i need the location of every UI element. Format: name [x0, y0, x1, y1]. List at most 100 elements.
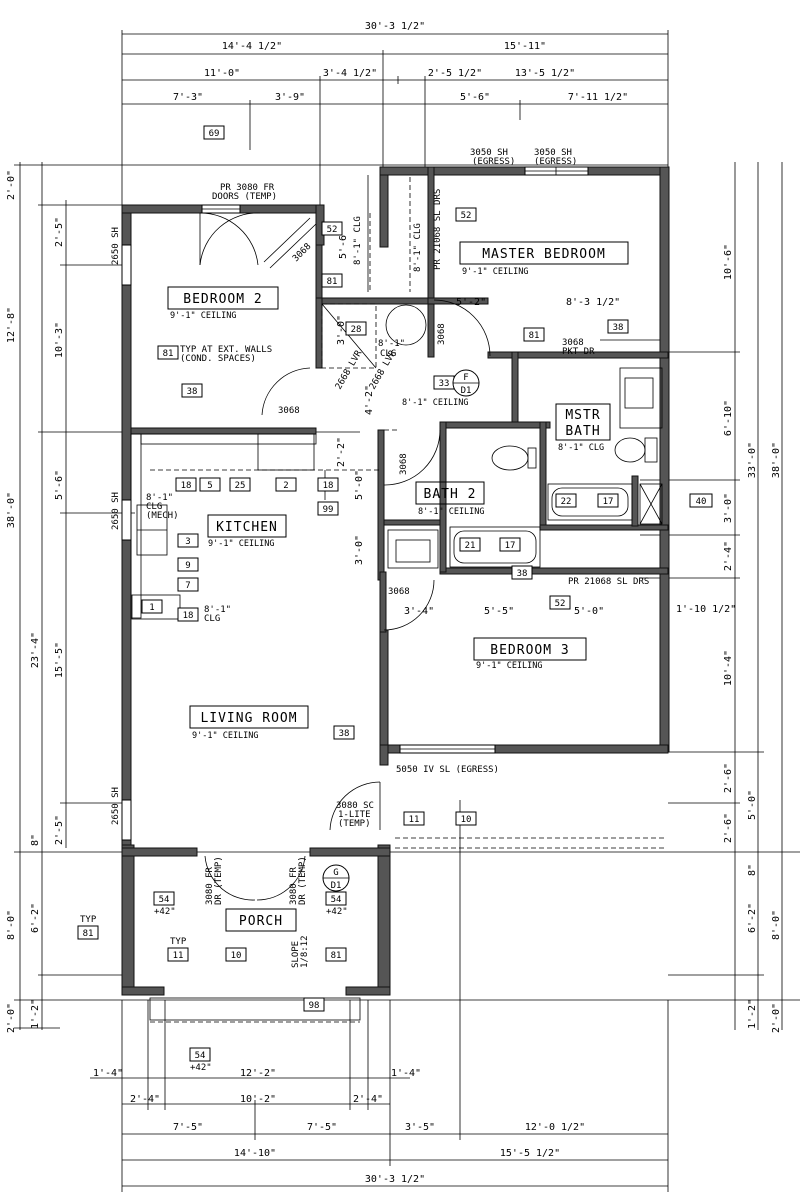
note-2650-a: 2650 SH: [111, 227, 121, 265]
dim-left-d: 8'-0": [6, 910, 17, 940]
note-kit-clg-1: 8'-1": [204, 605, 231, 615]
note-slope-1: SLOPE: [291, 941, 301, 968]
callout-f-sub: D1: [461, 386, 472, 396]
master-bedroom-ceiling: 9'-1" CEILING: [462, 267, 529, 277]
note-pkt-dr: PKT DR: [562, 347, 595, 357]
bedroom-2-ceiling: 9'-1" CEILING: [170, 311, 237, 321]
dim-right-g: 2'-6": [723, 763, 734, 793]
dim-right-d: 3'-0": [723, 493, 734, 523]
dim-left-a: 2'-0": [6, 170, 17, 200]
dim-int-2: 8'-3 1/2": [566, 297, 620, 308]
tag-18c: 18: [177, 607, 199, 622]
dim-right-l: 8'-0": [771, 910, 782, 940]
note-porch-dr-b2: DR (TEMP): [298, 856, 308, 905]
hall-ceiling: 8'-1" CEILING: [402, 398, 469, 408]
svg-text:52: 52: [461, 211, 472, 221]
tag-69: 69: [203, 125, 225, 140]
note-sh-2: 3050 SH: [534, 148, 572, 158]
note-kit-clg-2: CLG: [204, 614, 220, 624]
svg-text:18: 18: [323, 481, 334, 491]
callout-f: F D1: [452, 369, 480, 397]
dim-right-f: 10'-4": [723, 650, 734, 686]
svg-text:9: 9: [185, 561, 190, 571]
dim-left-h: 5'-6": [54, 470, 65, 500]
dim-int-3: 3'-4": [404, 606, 434, 617]
svg-text:54: 54: [195, 1051, 206, 1061]
dim-int-5: 5'-0": [574, 606, 604, 617]
tag-22: 22: [555, 493, 577, 508]
dim-left-k: 8": [30, 834, 41, 846]
note-sc-1: 3080 SC: [336, 801, 374, 811]
callout-g-sub: D1: [331, 881, 342, 891]
tag-54b: 54: [325, 891, 347, 906]
note-iv-sl: 5050 IV SL (EGRESS): [396, 765, 499, 775]
svg-text:38: 38: [187, 387, 198, 397]
kitchen-label: KITCHEN: [216, 520, 278, 535]
living-room-label: LIVING ROOM: [200, 711, 297, 726]
tag-38c: 38: [511, 565, 533, 580]
dim-top-r4c: 5'-6": [460, 92, 490, 103]
tag-2: 2: [275, 477, 297, 492]
tag-81d: 81: [77, 925, 99, 940]
svg-text:22: 22: [561, 497, 572, 507]
dim-bottom-r3d: 12'-0 1/2": [525, 1122, 585, 1133]
note-egress-2: (EGRESS): [534, 157, 577, 167]
dim-top-r4b: 3'-9": [275, 92, 305, 103]
callout-g-letter: G: [333, 868, 338, 878]
dim-bottom-r3a: 7'-5": [173, 1122, 203, 1133]
note-sc-2: 1-LITE: [338, 810, 371, 820]
dim-int-9: 5'-0": [354, 470, 365, 500]
svg-text:28: 28: [351, 325, 362, 335]
svg-text:2: 2: [283, 481, 288, 491]
note-sc-3: (TEMP): [338, 819, 371, 829]
dim-left-f: 2'-5": [54, 217, 65, 247]
svg-text:5: 5: [207, 481, 212, 491]
note-mech-1: 8'-1": [146, 493, 173, 503]
svg-text:17: 17: [603, 497, 614, 507]
note-slope-2: 1/8:12: [300, 935, 310, 968]
dim-left-overall: 38'-0": [6, 492, 17, 528]
bath-2-ceiling: 8'-1" CEILING: [418, 507, 485, 517]
dim-int-1: 5'-2": [456, 297, 486, 308]
note-plus42-a: +42": [154, 907, 176, 917]
tag-40: 40: [689, 493, 713, 508]
svg-text:11: 11: [173, 951, 184, 961]
dim-left-j: 2'-5": [54, 815, 65, 845]
svg-text:69: 69: [209, 129, 220, 139]
bedroom-3-ceiling: 9'-1" CEILING: [476, 661, 543, 671]
svg-text:33: 33: [439, 379, 450, 389]
kitchen-ceiling: 9'-1" CEILING: [208, 539, 275, 549]
dim-top-r3a: 11'-0": [204, 68, 240, 79]
note-pr21068-a: PR 21068 SL DRS: [433, 189, 443, 270]
note-2650-c: 2650 SH: [111, 787, 121, 825]
svg-text:38: 38: [613, 323, 624, 333]
dim-top-r3c: 2'-5 1/2": [428, 68, 482, 79]
tag-7: 7: [177, 577, 199, 592]
mstr-bath-label-2: BATH: [565, 424, 600, 439]
dim-right-e: 2'-4": [723, 541, 734, 571]
callout-f-letter: F: [463, 373, 468, 383]
note-3068-pkt: 3068: [562, 338, 584, 348]
note-cond: (COND. SPACES): [180, 354, 256, 364]
dim-top-r4d: 7'-11 1/2": [568, 92, 628, 103]
tag-9: 9: [177, 557, 199, 572]
bath-2-label: BATH 2: [424, 487, 477, 502]
dim-int-7: 4'-2": [364, 385, 375, 415]
svg-text:81: 81: [331, 951, 342, 961]
dim-bottom-r6a: 1'-4": [93, 1068, 123, 1079]
dim-right-overall: 38'-0": [771, 442, 782, 478]
dim-bottom-overall: 30'-3 1/2": [365, 1174, 425, 1185]
master-bedroom-label: MASTER BEDROOM: [482, 247, 606, 262]
note-plus42-c: +42": [190, 1063, 212, 1073]
tag-54a: 54: [153, 891, 175, 906]
note-egress-1: (EGRESS): [472, 157, 515, 167]
svg-text:81: 81: [163, 349, 174, 359]
note-clg-c: 8'-1": [378, 339, 405, 349]
svg-text:98: 98: [309, 1001, 320, 1011]
svg-text:54: 54: [159, 895, 170, 905]
tag-38a: 38: [607, 319, 629, 334]
tag-boxes: 69 52 52 81 28 81 38 81 33 38 18 5 25 2 …: [77, 125, 713, 1062]
note-clg-c2: CLG: [380, 349, 396, 359]
dim-int-11: 5'-6": [338, 229, 349, 259]
note-clg-b: 8'-1" CLG: [353, 216, 363, 265]
